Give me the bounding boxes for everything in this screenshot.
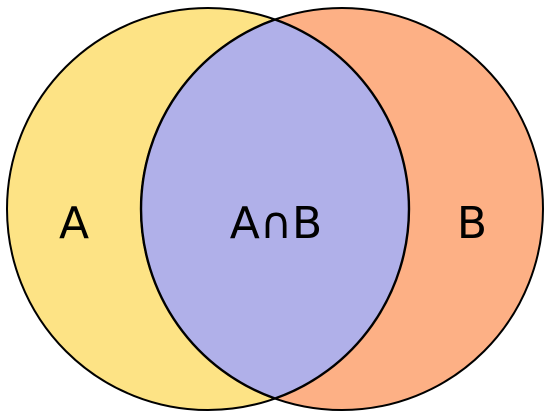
intersection-region	[139, 18, 411, 400]
intersection-label: A∩B	[230, 198, 323, 249]
set-a-label: A	[59, 198, 89, 249]
set-b-label: B	[457, 198, 487, 249]
